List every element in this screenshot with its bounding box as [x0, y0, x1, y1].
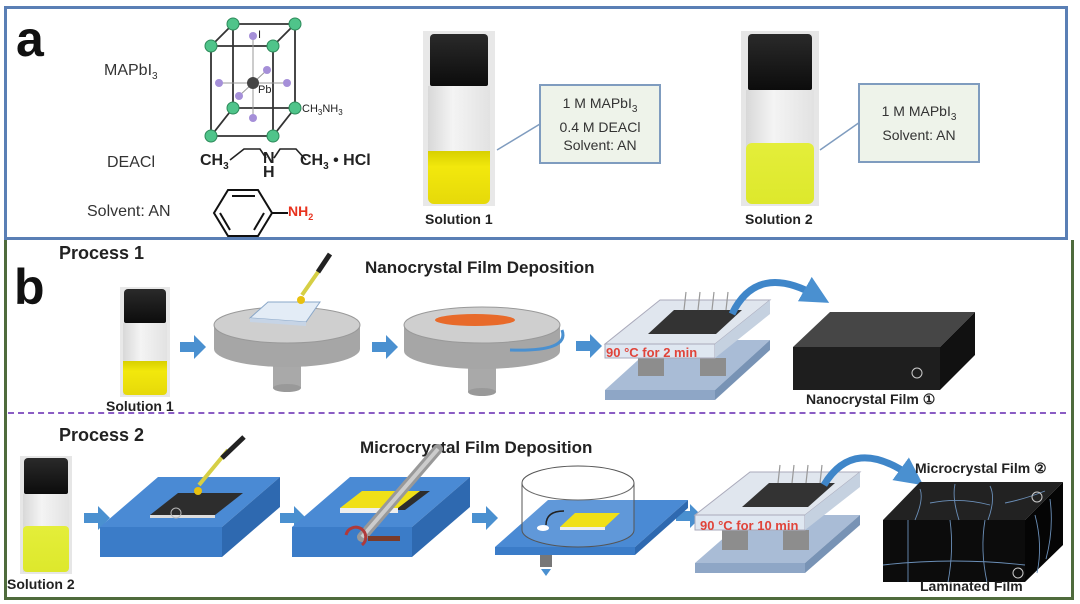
solution2-line2: Solvent: AN: [882, 127, 956, 144]
solution2-mapbi3: 1 M MAPbI: [881, 102, 951, 119]
amine-nh: NH: [288, 203, 309, 219]
process2-title: Process 2: [59, 425, 145, 445]
ma-label-sub1: 3: [317, 108, 323, 118]
hotplate-anneal-2min: [603, 276, 830, 400]
arrow-icon: [472, 506, 498, 530]
microcrystal-step-title: Microcrystal Film Deposition: [360, 438, 593, 457]
ma-label-sub2: 3: [338, 108, 343, 118]
process2-vial: [20, 456, 72, 574]
process1-vial-caption: Solution 1: [106, 398, 174, 414]
perovskite-structure-diagram: [204, 17, 302, 143]
solution1-line3: Solvent: AN: [563, 137, 637, 154]
amine-sub: 2: [308, 212, 314, 223]
iodide-label: I: [258, 29, 262, 41]
process1-vial: [120, 287, 170, 397]
mapbi3-label: MAPbI3: [104, 62, 158, 82]
deacl-sub-left: 3: [223, 161, 229, 173]
methylammonium-atoms: [204, 17, 302, 143]
yellow-precipitate: [23, 526, 69, 572]
yellow-solution: [123, 361, 167, 395]
laminated-film-block: [882, 482, 1063, 583]
deacl-hcl: • HCl: [333, 152, 371, 169]
lead-label: Pb: [258, 84, 272, 96]
stage-blade-coating: [292, 444, 470, 557]
aniline-benzene-ring: [212, 189, 288, 237]
iodide-atoms: [215, 32, 291, 122]
solution1-line2: 0.4 M DEACl: [559, 119, 641, 136]
solution1-line1: 1 M MAPbI3: [541, 94, 659, 119]
panel-b-letter: b: [14, 259, 45, 315]
amine-group: NH2: [288, 203, 313, 222]
solution2-mapbi3-sub: 3: [950, 111, 957, 123]
solution2-callout-line: [819, 121, 861, 151]
ma-label-nh: NH: [322, 103, 339, 115]
solution2-line1: 1 M MAPbI3: [860, 102, 978, 127]
deacl-ch3-left: CH3: [200, 152, 229, 172]
ma-label-ch: CH: [302, 103, 318, 115]
deacl-sub-right: 3: [323, 161, 329, 173]
stage-dropcast: [100, 435, 280, 557]
deacl-ch-left: CH: [200, 152, 224, 169]
arrow-icon: [576, 334, 602, 358]
arrow-icon: [372, 335, 398, 359]
process2-illustration: [84, 435, 1063, 583]
process1-illustration: [180, 252, 975, 400]
process2-anneal-label: 90 °C for 10 min: [700, 518, 799, 533]
deacl-ch-right: CH: [300, 152, 324, 169]
panel-a-letter: a: [16, 11, 44, 67]
microcrystal-film-caption: Microcrystal Film ②: [915, 460, 1047, 476]
process1-flow-arrows: [180, 334, 602, 359]
vial-cap: [24, 458, 68, 494]
solution1-mapbi3: 1 M MAPbI: [562, 94, 632, 111]
panel-a-frame: [4, 6, 1068, 240]
stage-solvent-annealing: [495, 465, 688, 576]
process1-anneal-label: 90 °C for 2 min: [606, 345, 698, 360]
solvent-label: Solvent: AN: [87, 203, 171, 220]
deacl-label: DEACl: [107, 154, 156, 171]
solution1-mapbi3-sub: 3: [631, 103, 638, 115]
nanocrystal-film-caption: Nanocrystal Film ①: [806, 391, 936, 407]
solution1-caption: Solution 1: [425, 211, 493, 227]
solution1-vial-photo: [423, 31, 495, 206]
arrow-icon: [180, 335, 206, 359]
spin-coater-spinning: [403, 306, 565, 396]
process-divider: [8, 412, 1066, 414]
methylammonium-label: CH3NH3: [302, 103, 343, 117]
process1-title: Process 1: [59, 243, 145, 263]
yellow-precipitate: [746, 143, 814, 204]
grain-boundaries: [882, 483, 1052, 583]
deacl-hydrogen: H: [263, 164, 275, 181]
nanocrystal-step-title: Nanocrystal Film Deposition: [365, 258, 595, 277]
vial-cap: [748, 34, 812, 90]
solution1-callout-line: [496, 123, 541, 151]
yellow-solution: [428, 151, 490, 204]
deacl-ch3-right: CH3 • HCl: [300, 152, 371, 172]
lead-atom: [247, 77, 259, 89]
spin-coater-dropcast: [213, 252, 361, 392]
solution2-caption: Solution 2: [745, 211, 813, 227]
process2-vial-caption: Solution 2: [7, 576, 75, 592]
mapbi3-label-sub: 3: [152, 71, 158, 83]
hotplate-anneal-10min: [693, 454, 924, 573]
vial-cap: [430, 34, 488, 86]
vial-cap: [124, 289, 166, 323]
panel-b-frame: [4, 240, 1074, 600]
deacl-nitrogen: N: [263, 150, 275, 167]
laminated-film-caption: Laminated Film: [920, 578, 1023, 594]
solution2-composition-box: 1 M MAPbI3 Solvent: AN: [858, 83, 980, 163]
nanocrystal-film-block: [793, 312, 975, 390]
deacl-bond-lines: [229, 148, 307, 161]
mapbi3-label-text: MAPbI: [104, 62, 153, 79]
solution2-vial-photo: [741, 31, 819, 206]
solution1-composition-box: 1 M MAPbI3 0.4 M DEACl Solvent: AN: [539, 84, 661, 164]
